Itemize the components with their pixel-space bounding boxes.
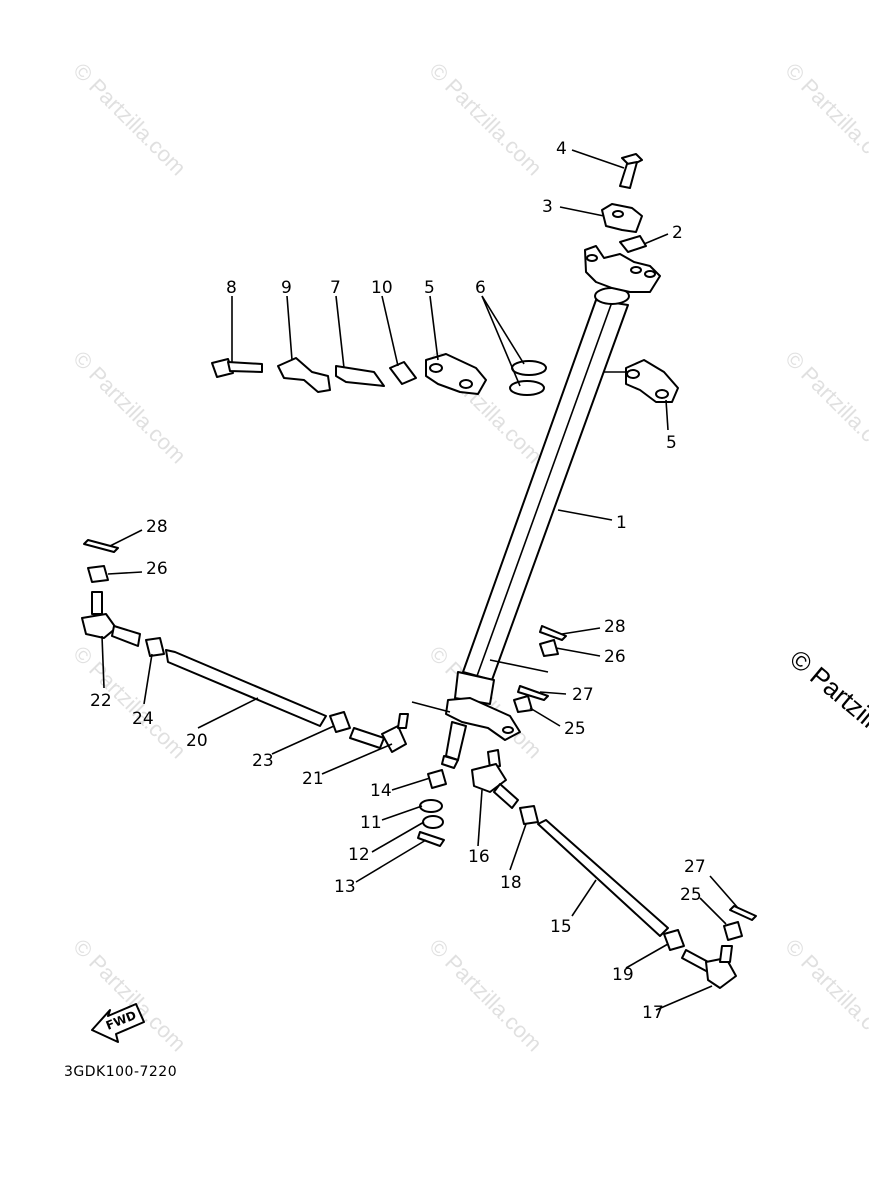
nut bbox=[329, 711, 351, 733]
watermark: © Partzilla.com bbox=[780, 934, 869, 1057]
tie-rod-end-center bbox=[471, 749, 519, 809]
callout-9: 9 bbox=[281, 278, 292, 298]
upper-holder bbox=[601, 203, 643, 233]
callout-22: 22 bbox=[90, 691, 112, 711]
watermark: © Partzilla.com bbox=[780, 58, 869, 181]
callout-16: 16 bbox=[468, 847, 490, 867]
callout-17: 17 bbox=[642, 1003, 664, 1023]
callout-5: 5 bbox=[424, 278, 435, 298]
callout-24: 24 bbox=[132, 709, 154, 729]
fwd-arrow: FWD bbox=[91, 1003, 145, 1043]
bolt bbox=[619, 153, 643, 189]
watermark: © Partzilla.com bbox=[68, 346, 191, 469]
cotter-pin bbox=[539, 625, 567, 641]
washer-small bbox=[419, 799, 443, 813]
callout-4: 4 bbox=[556, 139, 567, 159]
cap bbox=[619, 235, 647, 253]
leader-lines bbox=[101, 149, 739, 1011]
castle-nut bbox=[513, 695, 533, 713]
callout-28: 28 bbox=[146, 517, 168, 537]
callout-7: 7 bbox=[330, 278, 341, 298]
watermark: © Partzilla.com bbox=[68, 934, 191, 1057]
tie-rod-end-left bbox=[81, 591, 141, 647]
callout-26: 26 bbox=[146, 559, 168, 579]
callout-23: 23 bbox=[252, 751, 274, 771]
callout-15: 15 bbox=[550, 917, 572, 937]
callout-3: 3 bbox=[542, 197, 553, 217]
nut bbox=[145, 637, 165, 657]
cotter-pin bbox=[517, 685, 549, 701]
part-code: 3GDK100-7220 bbox=[64, 1064, 177, 1080]
holder-right bbox=[625, 359, 679, 403]
callout-27: 27 bbox=[572, 685, 594, 705]
watermarks: © Partzilla.com © Partzilla.com © Partzi… bbox=[68, 58, 869, 1057]
watermark-edge: © Partzilla.com bbox=[784, 644, 869, 780]
callout-5: 5 bbox=[666, 433, 677, 453]
castle-nut bbox=[87, 565, 109, 583]
callout-2: 2 bbox=[672, 223, 683, 243]
callout-20: 20 bbox=[186, 731, 208, 751]
callout-10: 10 bbox=[371, 278, 393, 298]
tie-rod-right bbox=[537, 819, 669, 937]
callout-25: 25 bbox=[680, 885, 702, 905]
tie-rod-end-right-inner bbox=[349, 713, 409, 753]
plate bbox=[335, 365, 385, 387]
cotter-pin bbox=[83, 539, 119, 553]
washer bbox=[509, 380, 545, 396]
callout-12: 12 bbox=[348, 845, 370, 865]
lock-plate bbox=[277, 357, 331, 393]
callout-28: 28 bbox=[604, 617, 626, 637]
watermark: © Partzilla.com bbox=[68, 58, 191, 181]
callout-1: 1 bbox=[616, 513, 627, 533]
spacer bbox=[427, 769, 447, 789]
watermark: © Partzilla.com bbox=[780, 346, 869, 469]
holder-left bbox=[425, 353, 487, 395]
steering-column bbox=[441, 245, 661, 769]
nut bbox=[663, 929, 685, 951]
watermark: © Partzilla.com bbox=[424, 58, 547, 181]
callout-21: 21 bbox=[302, 769, 324, 789]
long-bolt bbox=[211, 358, 263, 378]
callout-8: 8 bbox=[226, 278, 237, 298]
callout-26: 26 bbox=[604, 647, 626, 667]
callout-25: 25 bbox=[564, 719, 586, 739]
callout-27: 27 bbox=[684, 857, 706, 877]
castle-nut bbox=[539, 639, 559, 657]
nut-small bbox=[422, 815, 444, 829]
watermark: © Partzilla.com bbox=[424, 934, 547, 1057]
callouts: 4 3 2 8 9 7 10 5 6 5 1 28 26 22 24 20 23… bbox=[90, 139, 706, 1023]
castle-nut bbox=[723, 921, 743, 941]
nut bbox=[519, 805, 539, 825]
tie-rod-end-right bbox=[681, 945, 737, 989]
cotter-pin-small bbox=[417, 831, 445, 847]
callout-19: 19 bbox=[612, 965, 634, 985]
tie-rod-left bbox=[165, 649, 327, 727]
collar bbox=[389, 361, 417, 385]
callout-13: 13 bbox=[334, 877, 356, 897]
cotter-pin bbox=[729, 905, 757, 921]
callout-6: 6 bbox=[475, 278, 486, 298]
callout-18: 18 bbox=[500, 873, 522, 893]
washer bbox=[511, 360, 547, 376]
callout-11: 11 bbox=[360, 813, 382, 833]
callout-14: 14 bbox=[370, 781, 392, 801]
